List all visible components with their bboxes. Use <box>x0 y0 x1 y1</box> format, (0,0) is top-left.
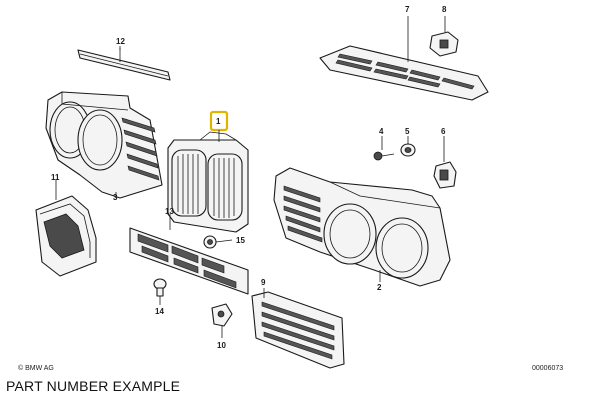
part-7-upper-vent-grille[interactable] <box>319 16 489 101</box>
callout-4: 4 <box>379 127 384 136</box>
callout-8: 8 <box>442 5 447 14</box>
callout-9: 9 <box>261 278 266 287</box>
part-3-left-headlight-housing[interactable] <box>45 91 163 199</box>
callout-10: 10 <box>217 341 226 350</box>
callout-3: 3 <box>113 193 118 202</box>
callout-1: 1 <box>216 117 221 126</box>
part-9-lower-grille-insert[interactable] <box>251 288 345 369</box>
copyright-text: © BMW AG <box>18 364 54 372</box>
callout-15: 15 <box>236 236 245 245</box>
part-13-lower-grille-panel[interactable] <box>129 227 249 295</box>
callout-2: 2 <box>377 283 382 292</box>
part-4-screw[interactable] <box>373 136 395 161</box>
document-number: 00006073 <box>532 365 563 372</box>
part-15-clip[interactable] <box>203 235 233 249</box>
callout-14: 14 <box>155 307 164 316</box>
callout-7: 7 <box>405 5 410 14</box>
part-5-grommet[interactable] <box>400 136 416 157</box>
part-2-right-headlight-housing[interactable] <box>273 167 451 287</box>
callout-5: 5 <box>405 127 410 136</box>
callout-6: 6 <box>441 127 446 136</box>
part-8-clip[interactable] <box>429 16 459 57</box>
callout-11: 11 <box>51 173 60 182</box>
part-12-trim-strip[interactable] <box>77 48 171 81</box>
part-6-bracket-clip[interactable] <box>433 136 457 189</box>
callout-13: 13 <box>165 207 174 216</box>
callout-12: 12 <box>116 37 125 46</box>
part-10-clip-nut[interactable] <box>211 303 233 338</box>
part-1-kidney-grille[interactable] <box>167 131 249 233</box>
part-11-air-duct[interactable] <box>35 195 97 277</box>
part-14-push-rivet[interactable] <box>153 278 167 305</box>
caption: PART NUMBER EXAMPLE <box>6 378 181 394</box>
